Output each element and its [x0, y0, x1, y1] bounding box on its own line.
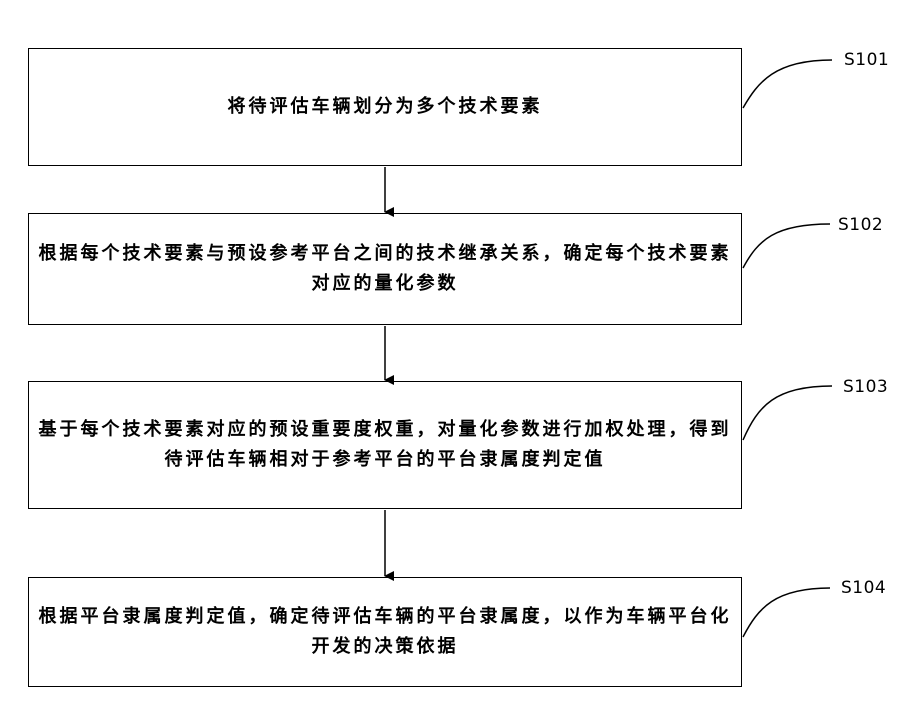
- leader-curve-s102: [743, 224, 830, 268]
- leader-curve-s104: [743, 588, 830, 637]
- leader-curve-s101: [743, 60, 832, 108]
- leader-curve-s103: [743, 386, 832, 440]
